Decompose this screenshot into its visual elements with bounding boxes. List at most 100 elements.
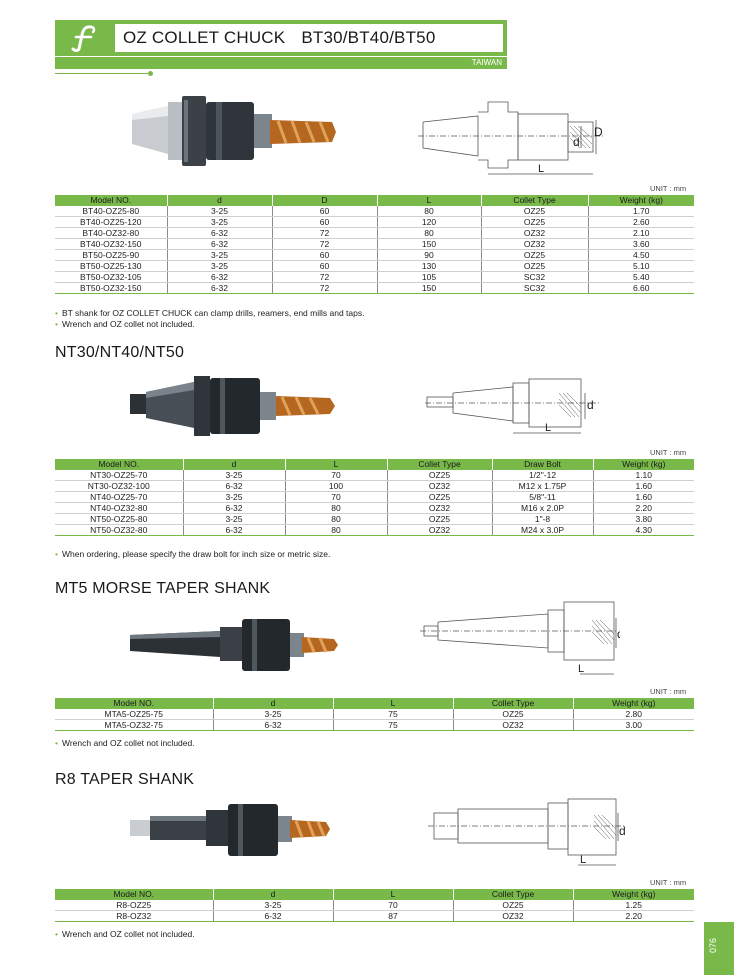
table-cell: 3-25	[182, 513, 285, 525]
column-header: Weight (kg)	[572, 889, 694, 900]
table-cell: OZ32	[386, 524, 492, 536]
table-cell: NT40-OZ25-70	[55, 491, 183, 503]
table-cell: OZ25	[480, 206, 588, 217]
table-cell: BT40-OZ25-120	[55, 216, 167, 228]
column-header: Model NO.	[55, 459, 183, 470]
nt-technical-drawing: d L	[425, 378, 600, 434]
table-cell: M12 x 1.75P	[491, 480, 593, 492]
table-cell: OZ32	[452, 719, 573, 731]
column-header: d	[166, 195, 272, 206]
table-cell: 3.80	[592, 513, 694, 525]
table-cell: M24 x 3.0P	[491, 524, 593, 536]
unit-label: UNIT : mm	[650, 878, 687, 887]
table-cell: 80	[284, 502, 387, 514]
unit-label: UNIT : mm	[650, 184, 687, 193]
nt-spec-table: Model NO. d L Collet Type Draw Bolt Weig…	[55, 459, 694, 536]
table-cell: 1.60	[592, 480, 694, 492]
table-cell: 1.25	[572, 900, 694, 911]
table-header-row: Model NO. d L Collet Type Draw Bolt Weig…	[55, 459, 694, 470]
column-header: Collet Type	[386, 459, 492, 470]
table-cell: NT50-OZ32-80	[55, 524, 183, 536]
table-cell: BT40-OZ32-150	[55, 238, 167, 250]
table-cell: OZ25	[480, 249, 588, 261]
table-cell: 60	[271, 216, 377, 228]
table-cell: R8-OZ25	[55, 900, 213, 911]
bt-collet-chuck-photo	[132, 96, 336, 166]
table-cell: 2.20	[592, 502, 694, 514]
r8-technical-drawing: d L	[428, 798, 626, 866]
table-cell: 75	[332, 719, 453, 731]
table-cell: 6-32	[182, 480, 285, 492]
table-cell: 75	[332, 709, 453, 720]
table-cell: 3-25	[166, 249, 272, 261]
table-cell: 70	[332, 900, 453, 911]
table-cell: 1.70	[587, 206, 694, 217]
table-cell: 150	[376, 282, 481, 294]
table-cell: 80	[376, 206, 481, 217]
decorative-dot	[148, 71, 153, 76]
r8-notes: •Wrench and OZ collet not included.	[55, 929, 195, 940]
table-cell: 6-32	[166, 238, 272, 250]
list-item: •Wrench and OZ collet not included.	[55, 319, 195, 329]
note-text: Wrench and OZ collet not included.	[61, 738, 195, 748]
r8-spec-table: Model NO. d L Collet Type Weight (kg) R8…	[55, 889, 694, 922]
column-header: L	[332, 698, 453, 709]
table-cell: BT40-OZ32-80	[55, 227, 167, 239]
table-cell: 72	[271, 227, 377, 239]
nt-notes: •When ordering, please specify the draw …	[55, 549, 330, 560]
table-cell: BT50-OZ25-130	[55, 260, 167, 272]
table-cell: BT50-OZ25-90	[55, 249, 167, 261]
column-header: Draw Bolt	[491, 459, 593, 470]
table-cell: 6-32	[212, 719, 333, 731]
column-header: L	[284, 459, 387, 470]
table-cell: MTA5-OZ25-75	[55, 709, 213, 720]
bt-spec-table: Model NO. d D L Collet Type Weight (kg) …	[55, 195, 694, 294]
bt-technical-drawing: D d L	[418, 101, 603, 175]
list-item: •BT shank for OZ COLLET CHUCK can clamp …	[55, 308, 365, 318]
drawing-label-L: L	[580, 854, 586, 866]
table-cell: 150	[376, 238, 481, 250]
table-header-row: Model NO. d L Collet Type Weight (kg)	[55, 889, 694, 900]
table-cell: NT40-OZ32-80	[55, 502, 183, 514]
drawing-label-d: d	[587, 398, 594, 412]
r8-collet-chuck-photo	[130, 804, 330, 856]
column-header: Collet Type	[452, 889, 573, 900]
page-title: OZ COLLET CHUCK BT30/BT40/BT50	[115, 24, 503, 52]
table-cell: SC32	[480, 282, 588, 294]
table-cell: OZ25	[452, 900, 573, 911]
column-header: Weight (kg)	[587, 195, 694, 206]
table-cell: 6-32	[212, 910, 333, 922]
table-cell: OZ32	[386, 480, 492, 492]
drawing-label-L: L	[578, 663, 584, 675]
table-cell: 6-32	[166, 227, 272, 239]
column-header: Model NO.	[55, 889, 213, 900]
table-header-row: Model NO. d L Collet Type Weight (kg)	[55, 698, 694, 709]
table-cell: 6.60	[587, 282, 694, 294]
table-cell: 6-32	[166, 282, 272, 294]
table-cell: OZ25	[386, 470, 492, 481]
table-cell: 60	[271, 260, 377, 272]
section-title-nt: NT30/NT40/NT50	[55, 344, 185, 361]
table-cell: 3-25	[182, 470, 285, 481]
list-item: •Wrench and OZ collet not included.	[55, 738, 195, 748]
table-cell: 1.10	[592, 470, 694, 481]
table-cell: OZ32	[480, 227, 588, 239]
table-cell: M16 x 2.0P	[491, 502, 593, 514]
table-cell: 87	[332, 910, 453, 922]
table-cell: 60	[271, 249, 377, 261]
section-title-r8: R8 TAPER SHANK	[55, 771, 195, 788]
table-cell: 3-25	[212, 900, 333, 911]
column-header: Collet Type	[452, 698, 573, 709]
table-cell: 80	[376, 227, 481, 239]
